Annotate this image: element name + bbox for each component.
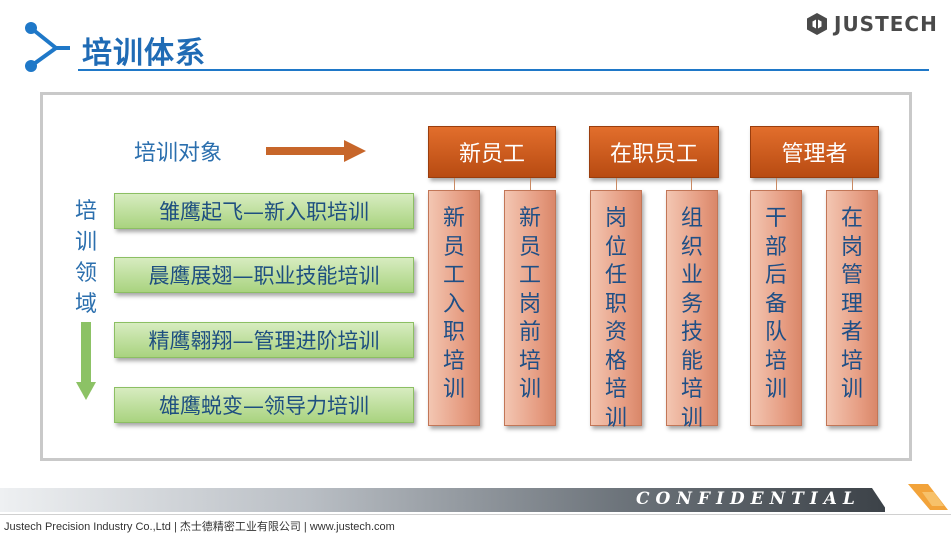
course-column: 组织业务技能培训 [666,190,718,431]
course-label: 新员工入职培训 [442,206,465,402]
course-label: 岗位任职资格培训 [604,206,627,431]
course-column: 新员工入职培训 [428,190,480,426]
connector-line [852,178,853,190]
target-label: 培训对象 [134,141,223,166]
footer-band [0,488,885,512]
brand-name: JUSTECH [834,12,938,36]
page-title: 培训体系 [82,36,206,71]
arrow-down-icon [76,322,96,400]
connector-line [616,178,617,190]
confidential-mark: CONFIDENTIAL [636,489,861,509]
course-column: 在岗管理者培训 [826,190,878,426]
connector-line [454,178,455,190]
audience-header-managers: 管理者 [750,126,879,178]
justech-logo-icon [807,13,827,35]
footer-company-info: Justech Precision Industry Co.,Ltd | 杰士德… [4,521,395,533]
course-column: 岗位任职资格培训 [590,190,642,431]
connector-line [530,178,531,190]
corner-chevron-icon [872,484,948,512]
domain-label: 培训领域 [74,199,97,317]
course-label: 在岗管理者培训 [840,206,863,402]
course-label: 新员工岗前培训 [518,206,541,402]
course-label: 干部后备队培训 [764,206,787,402]
course-label: 组织业务技能培训 [680,206,703,431]
brand-logo: JUSTECH [806,11,938,37]
program-bar: 精鹰翱翔—管理进阶培训 [114,322,414,358]
audience-header-in-service-staff: 在职员工 [589,126,719,178]
connector-line [691,178,692,190]
audience-header-new-staff: 新员工 [428,126,556,178]
program-bar: 晨鹰展翅—职业技能培训 [114,257,414,293]
footer-divider [0,514,951,515]
program-bar: 雄鹰蜕变—领导力培训 [114,387,414,423]
course-column: 干部后备队培训 [750,190,802,426]
connector-line [776,178,777,190]
course-column: 新员工岗前培训 [504,190,556,426]
network-logo-icon [25,22,70,72]
program-bar: 雏鹰起飞—新入职培训 [114,193,414,229]
arrow-right-icon [266,140,366,162]
title-divider [78,69,929,71]
